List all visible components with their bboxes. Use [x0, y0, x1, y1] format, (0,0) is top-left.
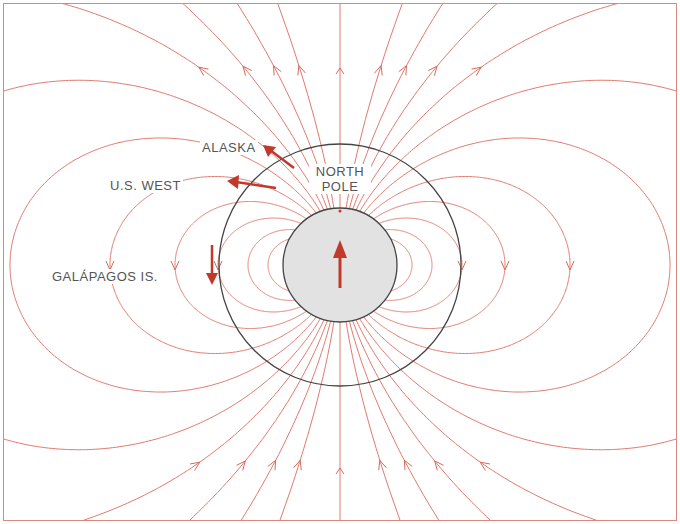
field-arrowhead: [336, 68, 344, 74]
field-line: [353, 4, 676, 520]
earth-surface: [219, 144, 461, 386]
field-arrowhead: [399, 66, 407, 76]
field-arrowhead: [435, 461, 444, 470]
frame: [4, 4, 677, 521]
field-arrowhead: [379, 460, 387, 470]
earth-core: [283, 208, 397, 322]
field-line: [4, 80, 320, 450]
field-arrowhead: [190, 462, 200, 470]
field-arrowhead: [214, 261, 222, 270]
field-arrowhead: [336, 468, 344, 474]
field-arrowhead: [404, 460, 412, 470]
field-line: [349, 4, 676, 520]
site-label: ALASKA: [200, 140, 258, 155]
dipole-arrow-shaft: [339, 256, 342, 288]
field-line: [4, 4, 331, 520]
field-arrowhead: [428, 66, 437, 75]
field-arrowhead: [243, 66, 252, 75]
field-arrowhead: [274, 66, 282, 76]
field-line: [10, 138, 316, 392]
field-line: [4, 4, 327, 520]
field-line: [368, 177, 570, 354]
field-line: [110, 177, 312, 354]
field-arrowhead: [375, 66, 383, 76]
axis-field-line: [340, 4, 341, 520]
field-line: [356, 4, 676, 520]
field-arrowhead: [566, 261, 574, 270]
field-line: [360, 80, 676, 450]
field-arrowhead: [480, 462, 490, 470]
field-arrowhead: [298, 66, 306, 76]
field-arrowhead: [501, 261, 509, 270]
us-west-arrow: [227, 175, 276, 189]
pole-dot: [339, 210, 342, 213]
field-lines: [4, 4, 676, 520]
field-arrowhead: [268, 460, 276, 470]
pole-label: NORTH POLE: [309, 164, 371, 194]
field-line: [4, 4, 324, 520]
field-arrowhead: [171, 261, 179, 270]
field-arrowhead: [199, 67, 209, 75]
galapagos-arrow: [206, 245, 218, 285]
field-arrowhead: [237, 461, 246, 470]
field-line: [364, 138, 670, 392]
field-arrowhead: [472, 67, 482, 75]
field-arrowhead: [458, 261, 466, 270]
site-label: U.S. WEST: [108, 178, 183, 193]
field-arrowhead: [294, 460, 302, 470]
alaska-arrow: [263, 145, 294, 168]
dipole-arrow-head: [333, 240, 347, 258]
site-label: GALÁPAGOS IS.: [50, 269, 160, 284]
